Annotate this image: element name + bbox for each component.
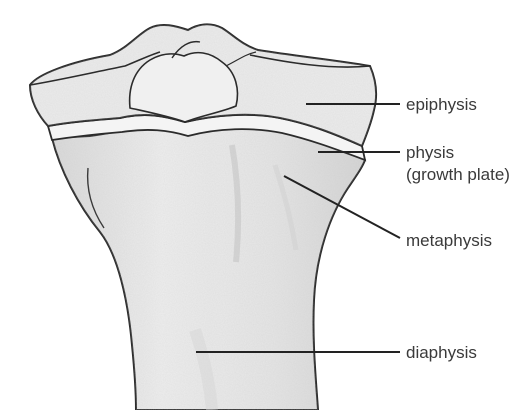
physis-label: physis [406,143,454,163]
diaphysis-label: diaphysis [406,343,477,363]
intercondylar-eminence [130,53,238,122]
epiphysis-label: epiphysis [406,95,477,115]
metaphysis-label: metaphysis [406,231,492,251]
growth-plate-label: (growth plate) [406,165,510,185]
